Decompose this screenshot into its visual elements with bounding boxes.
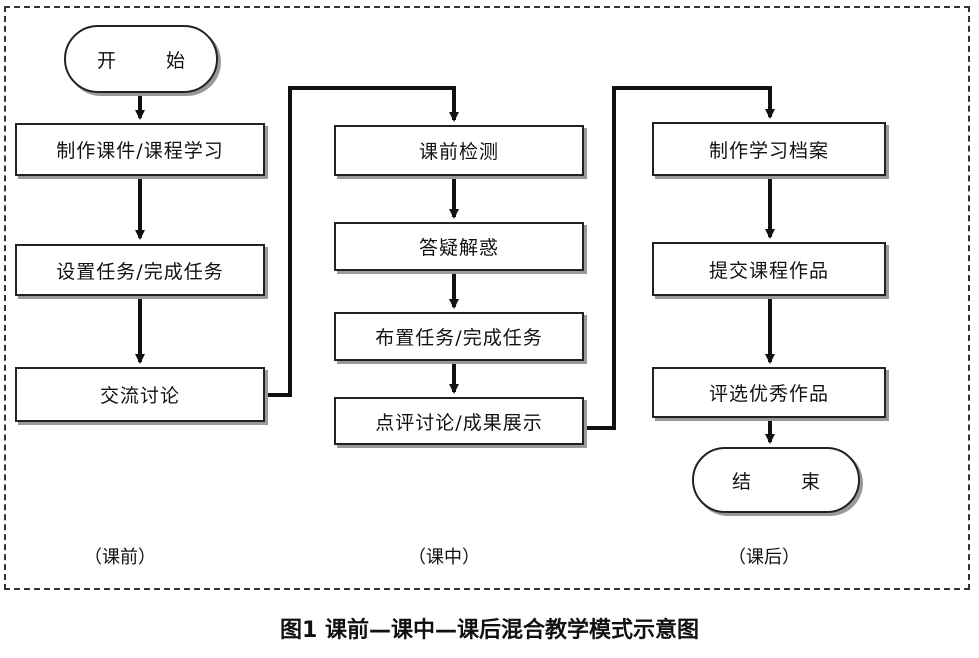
post-step-1: 制作学习档案 bbox=[652, 122, 886, 176]
phase-label-mid: （课中） bbox=[408, 547, 480, 568]
mid-step-4: 点评讨论/成果展示 bbox=[334, 397, 584, 445]
post-step-2: 提交课程作品 bbox=[652, 242, 886, 296]
phase-label-pre: （课前） bbox=[84, 547, 156, 568]
connector-pre-to-mid bbox=[265, 86, 459, 397]
mid-step-3: 布置任务/完成任务 bbox=[334, 312, 584, 361]
mid-step-1: 课前检测 bbox=[334, 125, 584, 176]
post-step-3: 评选优秀作品 bbox=[652, 367, 886, 418]
mid-step-2: 答疑解惑 bbox=[334, 222, 584, 271]
connector-mid-to-post bbox=[585, 86, 775, 430]
pre-step-3: 交流讨论 bbox=[15, 367, 265, 422]
pre-step-1: 制作课件/课程学习 bbox=[15, 123, 265, 176]
diagram-border bbox=[4, 6, 970, 590]
pre-step-2: 设置任务/完成任务 bbox=[15, 244, 265, 296]
end-node: 结 束 bbox=[692, 447, 860, 513]
start-label: 开 始 bbox=[96, 49, 208, 72]
figure-caption: 图1 课前—课中—课后混合教学模式示意图 bbox=[280, 618, 699, 643]
phase-label-post: （课后） bbox=[728, 547, 800, 568]
end-label: 结 束 bbox=[731, 470, 843, 493]
start-node: 开 始 bbox=[64, 25, 218, 93]
